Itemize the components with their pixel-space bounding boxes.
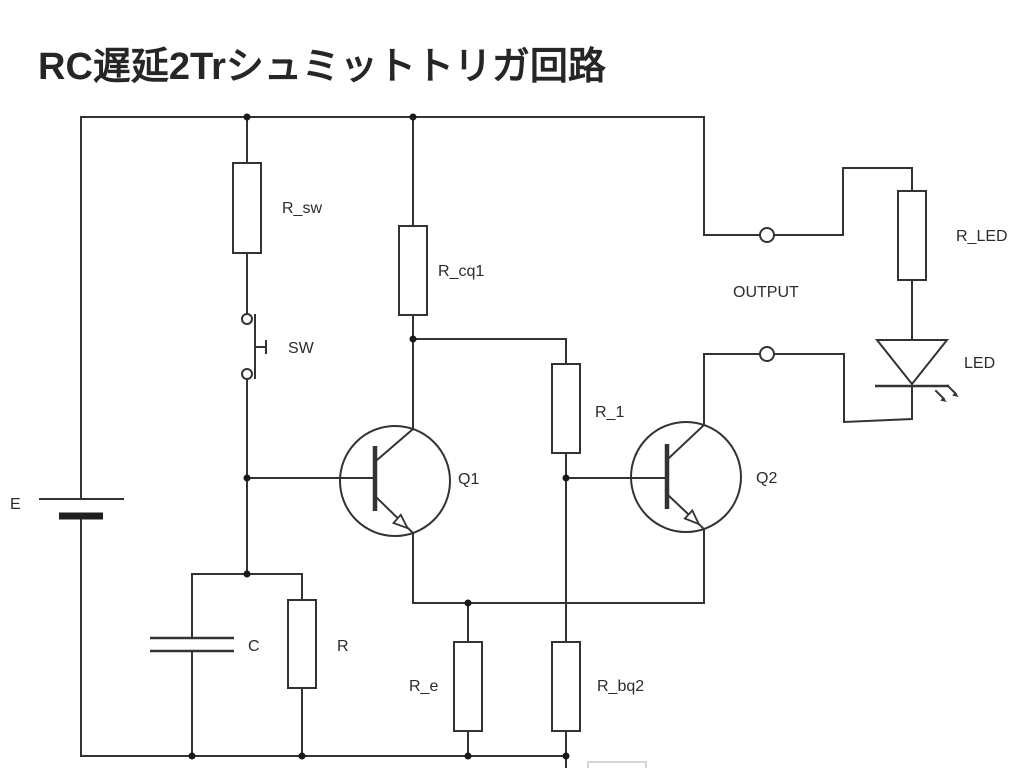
transistor-q1: Q1: [339, 425, 479, 537]
led-light-arrow-shaft: [946, 384, 958, 396]
resistor-r-label: R: [337, 638, 349, 655]
resistor-rbq2-body: [551, 641, 581, 732]
wire-led-return: [843, 353, 913, 424]
capacitor: C: [150, 636, 260, 655]
led-light-arrow-head: [940, 397, 947, 402]
resistor-r1-label: R_1: [595, 404, 624, 421]
resistor-re: R_e: [409, 641, 483, 732]
transistor-q1-circle: [339, 425, 451, 537]
resistor-re-label: R_e: [409, 678, 438, 695]
led: LED: [874, 339, 995, 402]
resistor-rled-body: [897, 190, 927, 281]
resistor-rcq1-body: [398, 225, 428, 316]
resistor-r1-body: [551, 363, 581, 454]
page-title: RC遅延2Trシュミットトリガ回路: [38, 46, 607, 88]
resistor-rled: R_LED: [897, 190, 1008, 281]
junction-dot: [243, 474, 251, 482]
switch-label: SW: [288, 340, 315, 357]
led-light-arrow-shaft: [934, 389, 946, 401]
wire-out-upper-right: [773, 167, 913, 236]
cutoff-component-outline: [587, 761, 647, 768]
resistor-re-body: [453, 641, 483, 732]
transistor-q1-label: Q1: [458, 471, 479, 488]
led-triangle: [874, 339, 950, 386]
junction-dot: [464, 599, 472, 607]
resistor-r1: R_1: [551, 363, 624, 454]
junction-dot: [298, 752, 306, 760]
led-light-arrows: [934, 384, 959, 402]
transistor-q2-circle: [630, 421, 742, 533]
junction-dot: [409, 113, 417, 121]
led-light-arrow-head: [952, 392, 959, 397]
junction-dots: [188, 113, 570, 760]
junction-dot: [243, 570, 251, 578]
junction-dot: [243, 113, 251, 121]
output-terminal-lower: [759, 346, 775, 362]
resistor-rbq2-label: R_bq2: [597, 678, 644, 695]
led-label: LED: [964, 355, 995, 372]
output-terminal-upper: [759, 227, 775, 243]
push-switch: SW: [241, 313, 315, 380]
resistor-rsw-label: R_sw: [282, 200, 322, 217]
transistor-q1-emitter-arrow: [391, 513, 410, 530]
switch-contact-bottom: [241, 368, 253, 380]
transistor-q2-collector: [667, 423, 706, 460]
capacitor-label: C: [248, 638, 260, 655]
junction-dot: [464, 752, 472, 760]
battery-label: E: [10, 496, 21, 513]
output-terminals: OUTPUT: [733, 227, 799, 362]
resistor-rbq2: R_bq2: [551, 641, 644, 732]
battery: E: [10, 496, 124, 520]
output-label: OUTPUT: [733, 284, 799, 301]
junction-dot: [188, 752, 196, 760]
switch-contact-top: [241, 313, 253, 325]
resistor-rled-label: R_LED: [956, 228, 1008, 245]
resistor-rcq1: R_cq1: [398, 225, 484, 316]
transistor-q2-emitter-arrow: [683, 508, 701, 526]
junction-dot: [409, 335, 417, 343]
resistor-rsw-body: [232, 162, 262, 254]
resistor-r: R: [287, 599, 349, 689]
transistor-q2: Q2: [630, 421, 777, 533]
resistor-rcq1-label: R_cq1: [438, 263, 484, 280]
wires: [80, 116, 913, 768]
resistor-rsw: R_sw: [232, 162, 322, 254]
junction-dot: [562, 474, 570, 482]
transistor-q1-collector: [375, 427, 415, 462]
wire-node-to-r1: [412, 338, 567, 365]
junction-dot: [562, 752, 570, 760]
transistor-q2-label: Q2: [756, 470, 777, 487]
resistor-r-body: [287, 599, 317, 689]
